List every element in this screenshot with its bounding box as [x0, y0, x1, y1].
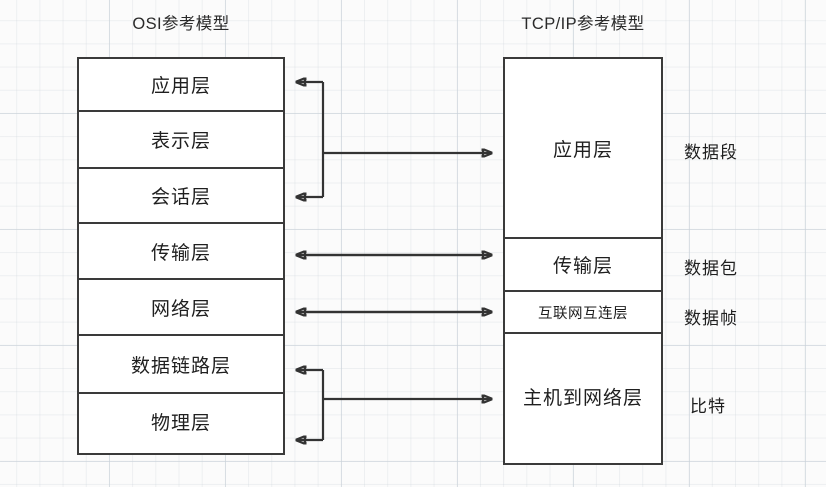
- osi-layer-session[interactable]: 会话层: [79, 167, 283, 222]
- osi-layer-label: 数据链路层: [130, 355, 231, 377]
- tcpip-model-title: TCP/IP参考模型: [521, 15, 645, 33]
- osi-layer-label: 应用层: [150, 76, 211, 97]
- pdu-label-packet: 数据包: [684, 259, 738, 278]
- tcpip-layer-internet[interactable]: 互联网互连层: [505, 290, 661, 332]
- pdu-label-segment: 数据段: [684, 143, 738, 162]
- osi-model-title: OSI参考模型: [132, 15, 230, 33]
- osi-layer-label: 传输层: [150, 242, 211, 264]
- tcpip-layer-label: 传输层: [552, 256, 613, 277]
- pdu-label-frame: 数据帧: [684, 309, 738, 328]
- osi-layer-datalink[interactable]: 数据链路层: [79, 334, 283, 392]
- osi-layer-label: 网络层: [150, 298, 211, 320]
- osi-layer-application[interactable]: 应用层: [79, 59, 283, 110]
- tcpip-layer-label: 互联网互连层: [538, 305, 628, 322]
- pdu-label-bit: 比特: [690, 397, 726, 416]
- osi-layer-label: 表示层: [150, 131, 211, 152]
- osi-layer-transport[interactable]: 传输层: [79, 222, 283, 278]
- tcpip-layer-label: 应用层: [552, 139, 613, 161]
- tcpip-layer-label: 主机到网络层: [522, 387, 643, 409]
- osi-layer-label: 会话层: [150, 187, 211, 208]
- tcpip-layer-transport[interactable]: 传输层: [505, 237, 661, 290]
- arrow-bracket-upper: [296, 82, 492, 197]
- tcpip-layer-host-to-network[interactable]: 主机到网络层: [505, 332, 661, 458]
- osi-layer-network[interactable]: 网络层: [79, 278, 283, 334]
- tcpip-layer-application[interactable]: 应用层: [505, 59, 661, 237]
- osi-stack: 应用层 表示层 会话层 传输层 网络层 数据链路层 物理层: [77, 57, 285, 455]
- osi-layer-label: 物理层: [150, 413, 211, 434]
- osi-layer-physical[interactable]: 物理层: [79, 392, 283, 449]
- arrow-bracket-lower: [296, 370, 492, 440]
- tcpip-stack: 应用层 传输层 互联网互连层 主机到网络层: [503, 57, 663, 465]
- osi-layer-presentation[interactable]: 表示层: [79, 110, 283, 167]
